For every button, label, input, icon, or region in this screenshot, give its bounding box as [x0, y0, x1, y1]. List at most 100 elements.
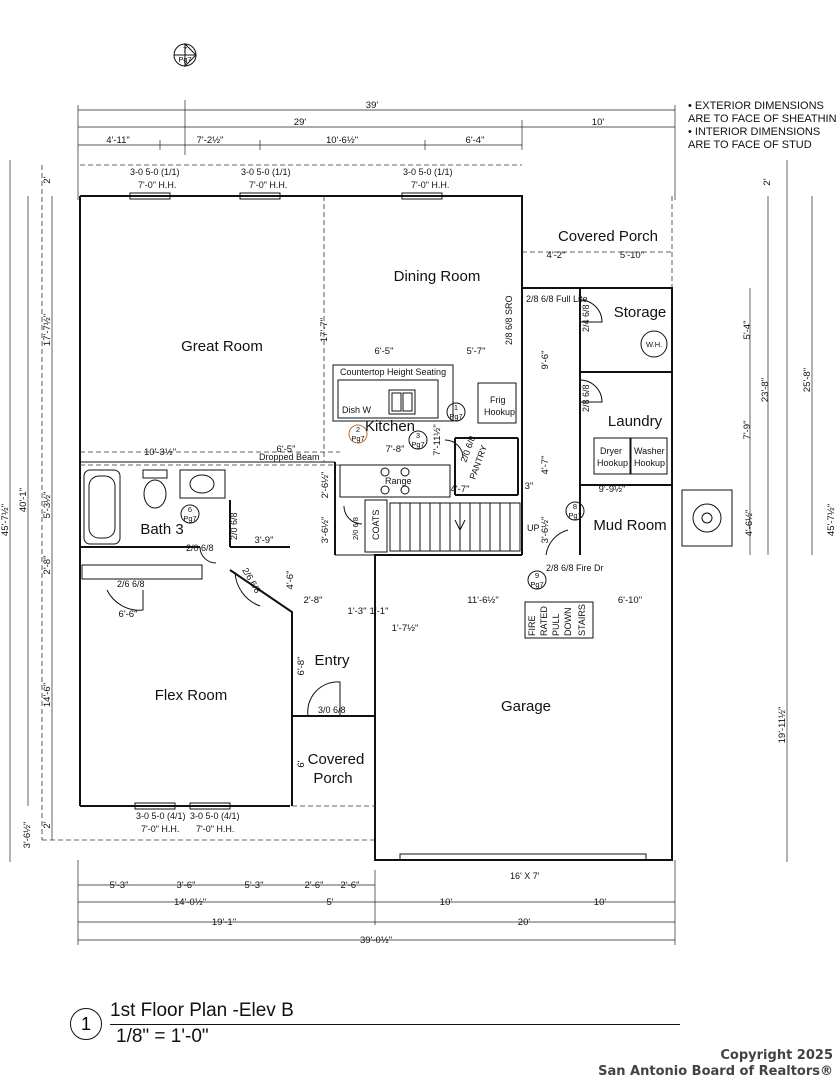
dim-entry-13: 1'-3" — [348, 606, 367, 617]
dim-storage-96: 9'-6" — [540, 351, 551, 370]
stairs-label-2: RATED — [539, 606, 549, 636]
room-flex-room: Flex Room — [155, 687, 228, 704]
tag-6-number: 6 — [188, 505, 192, 514]
tag-labels: 7 Pg7 1 Pg7 2 Pg7 3 Pg7 6 Pg7 8 Pg7 9 Pg… — [178, 45, 581, 589]
dimension-labels: 39' 29' 10' 4'-11" 7'-2½" 10'-6½" 6'-4" … — [0, 100, 837, 946]
tag-7-page: Pg7 — [178, 55, 191, 64]
dim-left-146: 14'-6" — [42, 683, 53, 707]
tag-3-number: 3 — [416, 431, 420, 440]
caption-title: 1st Floor Plan -Elev B — [110, 1000, 294, 1021]
tag-9-page: Pg7 — [530, 580, 543, 589]
dim-left-177: 17'-7½" — [42, 314, 53, 346]
window-labels: 3-0 5-0 (1/1) 7'-0" H.H. 3-0 5-0 (1/1) 7… — [130, 167, 453, 834]
room-storage: Storage — [614, 304, 667, 321]
dim-top-29: 29' — [294, 117, 307, 128]
dim-mudroom-99: 9'-9½" — [599, 484, 626, 495]
caption-scale: 1/8" = 1'-0" — [116, 1026, 209, 1047]
room-laundry: Laundry — [608, 413, 663, 430]
dim-kitchen-47b: 4'-7" — [540, 456, 551, 475]
dim-left-401: 40'-1" — [18, 488, 29, 512]
copyright-watermark: Copyright 2025 San Antonio Board of Real… — [598, 1048, 833, 1080]
window-5-size: 3-0 5-0 (4/1) — [190, 811, 240, 821]
stairs-label-4: DOWN — [563, 608, 573, 637]
dim-bottom-26b: 2'-6" — [341, 880, 360, 891]
dim-entry-28: 2'-8" — [304, 595, 323, 606]
window-3-size: 3-0 5-0 (1/1) — [403, 167, 453, 177]
dim-bath-46: 4'-6" — [285, 571, 296, 590]
dim-garage-610: 6'-10" — [618, 595, 642, 606]
room-covered-porch-bottom-line1: Covered — [308, 751, 365, 768]
room-entry: Entry — [314, 652, 350, 669]
door-storage: 2/4 6/8 — [581, 304, 591, 332]
door-coats: 2/0 6/8 — [351, 517, 360, 540]
dim-right-2: 2' — [762, 178, 773, 185]
dim-bottom-36: 3'-6" — [177, 880, 196, 891]
frig-label-1: Frig — [490, 395, 506, 405]
dim-garage-116: 11'-6½" — [467, 595, 498, 606]
dryer-label-1: Dryer — [600, 446, 622, 456]
dryer-label-2: Hookup — [597, 458, 628, 468]
tag-9-number: 9 — [535, 571, 539, 580]
room-dining-room: Dining Room — [394, 268, 481, 285]
window-1-head: 7'-0" H.H. — [138, 180, 176, 190]
dim-left-2a: 2' — [42, 176, 53, 183]
note-line-2: ARE TO FACE OF SHEATHING — [688, 113, 837, 125]
coats-label: COATS — [371, 510, 381, 540]
dim-left-36: 3'-6½" — [22, 822, 33, 849]
window-2-head: 7'-0" H.H. — [249, 180, 287, 190]
dim-top-64: 6'-4" — [466, 135, 485, 146]
tag-6-page: Pg7 — [183, 514, 196, 523]
countertop-label: Countertop Height Seating — [340, 367, 446, 377]
dim-bottom-53b: 5'-3" — [245, 880, 264, 891]
note-line-3: • INTERIOR DIMENSIONS — [688, 126, 821, 138]
dim-stair-26: 2'-6½" — [320, 472, 331, 499]
window-3-head: 7'-0" H.H. — [411, 180, 449, 190]
door-swings — [106, 299, 603, 717]
tag-3-page: Pg7 — [411, 440, 424, 449]
dim-porch-510: 5'-10" — [620, 250, 644, 261]
dim-right-46: 4'-6½" — [744, 510, 755, 537]
caption-rule — [110, 1024, 680, 1025]
tag-7-number: 7 — [183, 45, 187, 54]
window-1-size: 3-0 5-0 (1/1) — [130, 167, 180, 177]
room-labels: Great Room Dining Room Kitchen Covered P… — [140, 228, 666, 787]
tag-2-number: 2 — [356, 425, 360, 434]
dim-bottom-26a: 2'-6" — [305, 880, 324, 891]
tag-1-page: Pg7 — [449, 412, 462, 421]
dim-kitchen-78: 7'-8" — [386, 444, 405, 455]
dimension-lines — [9, 100, 813, 945]
dim-kitchen-65b: 6'-5" — [277, 444, 296, 455]
room-covered-porch-bottom-line2: Porch — [313, 770, 352, 787]
window-2-size: 3-0 5-0 (1/1) — [241, 167, 291, 177]
tag-8-number: 8 — [573, 502, 577, 511]
dim-kitchen-47: 4'-7" — [451, 484, 470, 495]
exterior-walls — [79, 195, 673, 861]
note-line-4: ARE TO FACE OF STUD — [688, 139, 812, 151]
dim-bottom-140: 14'-0½" — [174, 897, 206, 908]
door-bath-b: 2/0 6/8 — [229, 512, 239, 540]
washer-label-2: Hookup — [634, 458, 665, 468]
fixture-labels: Countertop Height Seating Dish W Range P… — [259, 340, 665, 881]
door-full-lite: 2/8 6/8 Full Lite — [526, 294, 588, 304]
window-4-size: 3-0 5-0 (4/1) — [136, 811, 186, 821]
dim-top-overall: 39' — [366, 100, 379, 111]
window-5-head: 7'-0" H.H. — [196, 824, 234, 834]
copyright-line-1: Copyright 2025 — [720, 1048, 833, 1063]
dim-top-10: 10' — [592, 117, 605, 128]
tag-2-page: Pg7 — [351, 434, 364, 443]
dim-bottom-10a: 10' — [440, 897, 453, 908]
dim-left-457: 45'-7½" — [0, 504, 11, 536]
dim-top-72: 7'-2½" — [197, 135, 224, 146]
dim-entry-6: 6' — [296, 760, 307, 767]
door-entry: 3/0 6/8 — [318, 705, 346, 715]
note-line-1: • EXTERIOR DIMENSIONS — [688, 100, 824, 112]
dim-right-79: 7'-9" — [742, 421, 753, 440]
room-mud-room: Mud Room — [593, 517, 666, 534]
range-label: Range — [385, 476, 412, 486]
dim-bottom-5: 5' — [326, 897, 333, 908]
interior-walls — [80, 192, 733, 861]
water-heater-label: W.H. — [646, 340, 662, 349]
dim-left-53: 5'-3½" — [42, 492, 53, 519]
dim-entry-11: 1'-1" — [370, 606, 389, 617]
